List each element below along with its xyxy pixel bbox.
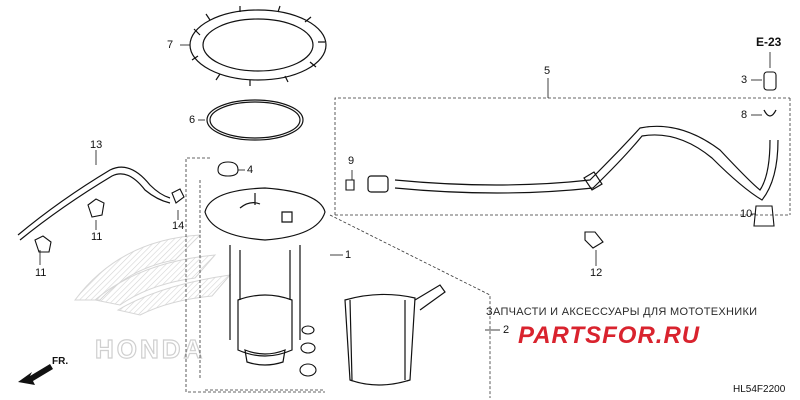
part-2-filter-cup xyxy=(344,284,446,386)
honda-wing-watermark xyxy=(73,234,232,316)
hose-assembly-outline xyxy=(334,97,791,216)
callout-14: 14 xyxy=(172,220,185,232)
callout-9: 9 xyxy=(348,155,355,167)
callout-1: 1 xyxy=(345,249,352,261)
pump-small-parts xyxy=(299,325,317,377)
watermark-caption: ЗАПЧАСТИ И АКСЕССУАРЫ ДЛЯ МОТОТЕХНИКИ xyxy=(486,306,758,318)
leader-lines xyxy=(39,44,771,331)
callout-5: 5 xyxy=(544,65,551,77)
part-14-clamp xyxy=(171,188,185,204)
callout-11-a: 11 xyxy=(91,231,103,243)
part-9-clip xyxy=(345,179,355,191)
callout-6: 6 xyxy=(189,114,196,126)
callout-8: 8 xyxy=(741,109,748,121)
front-direction-label: FR. xyxy=(52,356,69,367)
callout-7: 10 xyxy=(740,208,753,220)
section-ref-label: E-23 xyxy=(756,35,782,49)
pump-assembly-outline xyxy=(185,157,325,393)
part-5-hose xyxy=(367,125,779,201)
part-10-lock-ring xyxy=(189,5,327,86)
diagram-code: HL54F2200 xyxy=(733,384,786,395)
callout-3: 3 xyxy=(741,74,748,86)
part-6-seal-ring xyxy=(206,99,304,141)
part-8-clip xyxy=(763,109,777,117)
part-3-connector xyxy=(763,71,777,91)
part-12-clip xyxy=(584,231,604,249)
honda-brand-watermark: HONDA xyxy=(95,334,205,364)
part-1-fuel-pump xyxy=(204,187,326,366)
callout-2: 2 xyxy=(503,324,510,336)
part-4-cap xyxy=(217,161,239,177)
front-direction-arrow xyxy=(18,364,53,385)
callout-13: 13 xyxy=(90,139,103,151)
leader-dashes xyxy=(205,214,491,398)
callout-10: 7 xyxy=(167,39,174,51)
callout-4: 4 xyxy=(247,164,254,176)
part-13-hose xyxy=(17,166,171,241)
callout-11-b: 11 xyxy=(35,267,47,279)
callout-12: 12 xyxy=(590,267,603,279)
part-11-clips xyxy=(34,198,105,253)
part-7-grommet xyxy=(753,205,775,227)
watermark-logo: PARTSFOR.RU xyxy=(518,322,701,349)
